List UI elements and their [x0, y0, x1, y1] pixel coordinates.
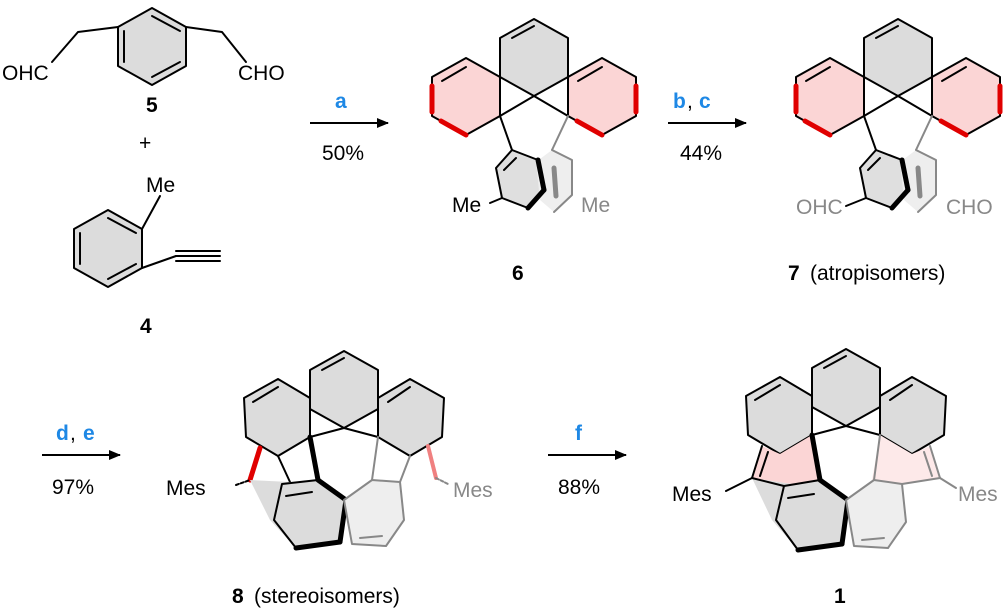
compound-7: OHC CHO 7 (atropisomers): [788, 18, 1003, 285]
reagent-e-label: e: [83, 422, 95, 445]
ohc-label: OHC: [2, 62, 49, 85]
methyl-right-label: Me: [581, 194, 610, 217]
reagent-c-label: c: [699, 90, 711, 113]
compound-4: Me 4: [73, 174, 221, 338]
reagent-d-label: d: [56, 422, 69, 445]
ohc-label-7: OHC: [796, 196, 843, 219]
compound-number-5: 5: [146, 94, 158, 117]
compound-8: Mes Mes 8 (stereoisomers): [166, 350, 493, 608]
compound-number-7: 7: [788, 262, 800, 285]
arrow-a: a 50%: [310, 90, 389, 165]
methyl-label: Me: [146, 174, 175, 197]
mes-left-label: Mes: [672, 483, 712, 506]
reagent-separator-de: ,: [70, 422, 76, 445]
stereoisomers-label: (stereoisomers): [254, 585, 400, 608]
arrow-de: d , e 97%: [42, 422, 121, 499]
compound-number-8: 8: [232, 585, 244, 608]
reagent-separator-bc: ,: [687, 90, 693, 113]
cho-label-7: CHO: [946, 196, 993, 219]
compound-5: OHC CHO 5 +: [2, 7, 285, 155]
mes-right-label: Mes: [958, 483, 998, 506]
arrow-bc: b , c 44%: [668, 90, 747, 165]
compound-number-4: 4: [140, 315, 152, 338]
reagent-f-label: f: [575, 422, 583, 445]
yield-f-label: 88%: [558, 476, 600, 499]
yield-a-label: 50%: [322, 142, 364, 165]
compound-number-6: 6: [512, 262, 524, 285]
compound-number-1: 1: [834, 585, 846, 608]
methyl-left-label: Me: [452, 194, 481, 217]
mes-left-label: Mes: [166, 477, 206, 500]
mes-right-label: Mes: [453, 479, 493, 502]
yield-bc-label: 44%: [680, 142, 722, 165]
atropisomers-label: (atropisomers): [810, 262, 945, 285]
compound-6: Me Me 6: [429, 18, 639, 285]
plus-sign: +: [139, 132, 151, 155]
compound-1: Mes Mes 1: [672, 348, 998, 608]
yield-de-label: 97%: [52, 476, 94, 499]
cho-label: CHO: [238, 62, 285, 85]
reagent-a-label: a: [335, 90, 347, 113]
reagent-b-label: b: [673, 90, 686, 113]
arrow-f: f 88%: [548, 422, 627, 499]
